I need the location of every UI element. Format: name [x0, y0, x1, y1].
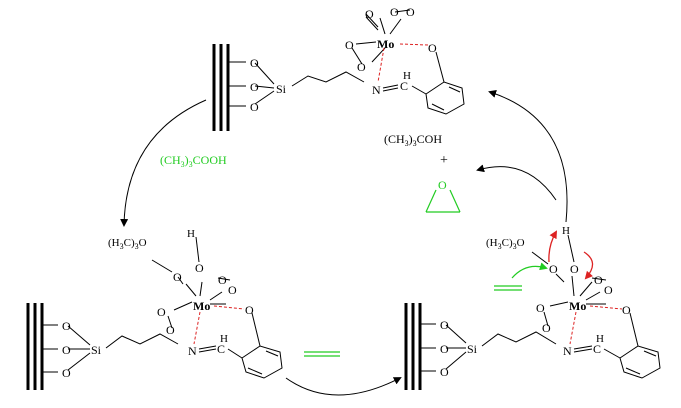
- right-ethylene: [494, 285, 522, 291]
- right-si: Si: [467, 342, 478, 356]
- right-silica-support: [404, 303, 422, 390]
- left-o-peroxy: O: [173, 270, 182, 284]
- right-mo: Mo: [569, 299, 586, 313]
- right-red-arrow-1: [548, 230, 557, 263]
- left-h-hydroxy: H: [187, 228, 195, 240]
- right-o-2: O: [440, 342, 449, 356]
- tbhp-label: (CH3)3COOH: [160, 153, 227, 169]
- arrow-top-to-left: [120, 99, 207, 227]
- left-o-1: O: [62, 319, 71, 333]
- top-silica-support: [212, 44, 230, 131]
- top-peroxo-o4: O: [357, 60, 366, 74]
- top-peroxo-o1: O: [390, 5, 399, 19]
- top-mo-n-coordination: [377, 47, 385, 83]
- top-c: C: [400, 79, 408, 93]
- right-complex: [404, 234, 661, 390]
- left-tbu-group: (H3C)3O: [108, 237, 147, 251]
- right-c: C: [593, 342, 601, 356]
- left-o-3: O: [62, 366, 71, 380]
- left-peroxo-o4: O: [166, 323, 175, 337]
- left-peroxo-o1: O: [218, 273, 227, 287]
- left-c: C: [217, 342, 225, 356]
- left-complex: [26, 236, 283, 390]
- tbuoh-label: (CH3)3COH: [384, 132, 442, 148]
- ethylene-oxide: [425, 189, 461, 213]
- top-o-3: O: [250, 100, 259, 114]
- left-o-2: O: [62, 343, 71, 357]
- right-mo-o-coordination: [589, 305, 623, 310]
- top-si: Si: [276, 82, 287, 96]
- top-mo: Mo: [377, 37, 394, 51]
- right-o-1: O: [440, 318, 449, 332]
- ethylene-bottom: [304, 351, 340, 357]
- arrow-left-to-right: [285, 377, 402, 396]
- ethylene-attack-arrow: [511, 262, 548, 279]
- top-o-2: O: [250, 80, 259, 94]
- left-mo-n-coordination: [193, 311, 201, 345]
- right-red-arrow-2: [583, 251, 594, 280]
- right-o-peroxy: O: [549, 262, 558, 276]
- plus-sign: +: [440, 153, 448, 168]
- right-peroxo-o4: O: [542, 321, 551, 335]
- left-mo: Mo: [193, 299, 210, 313]
- right-tbu-group: (H3C)3O: [486, 237, 525, 251]
- left-n: N: [188, 344, 197, 358]
- left-o-hydroxy: O: [195, 261, 204, 275]
- top-o-1: O: [250, 56, 259, 70]
- left-h-imine: H: [220, 333, 228, 345]
- right-o-hydroxy: O: [570, 262, 579, 276]
- left-mo-o-coordination: [213, 305, 245, 310]
- arrow-release-products: [476, 164, 557, 201]
- right-o-3: O: [440, 365, 449, 379]
- top-complex: [212, 9, 465, 131]
- left-silica-support: [26, 303, 44, 390]
- top-peroxo-o3: O: [345, 38, 354, 52]
- top-oxo-o: O: [365, 7, 374, 21]
- right-mo-n-coordination: [569, 311, 577, 345]
- right-peroxo-o2: O: [604, 283, 613, 297]
- right-h-imine: H: [596, 333, 604, 345]
- top-phenol-o: O: [428, 41, 437, 55]
- left-si: Si: [91, 343, 102, 357]
- left-peroxo-o3: O: [157, 305, 166, 319]
- left-peroxo-o2: O: [228, 283, 237, 297]
- top-mo-o-coordination: [399, 43, 429, 46]
- top-peroxo-o2: O: [406, 5, 415, 19]
- top-h: H: [403, 70, 411, 82]
- right-peroxo-o1: O: [594, 273, 603, 287]
- epoxide-o: O: [438, 178, 447, 192]
- top-n: N: [372, 83, 381, 97]
- left-phenol-o: O: [245, 303, 254, 317]
- right-peroxo-o3: O: [536, 301, 545, 315]
- right-n: N: [563, 344, 572, 358]
- arrow-right-to-top: [488, 90, 568, 223]
- right-h-hydroxy: H: [562, 225, 570, 237]
- right-phenol-o: O: [622, 303, 631, 317]
